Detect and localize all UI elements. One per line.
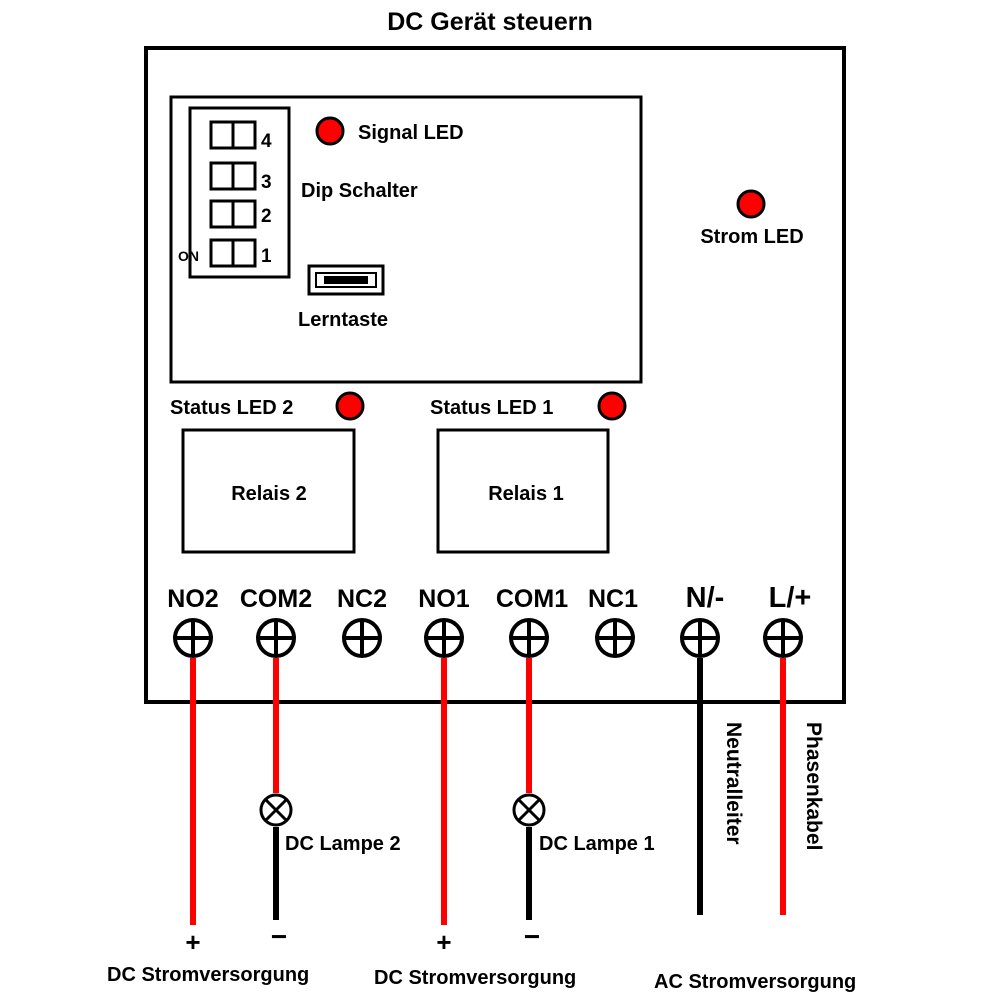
plus-sign-supply-2: + bbox=[185, 927, 200, 957]
strom-led-label: Strom LED bbox=[700, 226, 803, 248]
plus-sign-supply-1: + bbox=[436, 927, 451, 957]
lamp-2-icon bbox=[259, 793, 293, 827]
learn-button-label: Lerntaste bbox=[298, 309, 388, 331]
terminal-com1 bbox=[509, 618, 549, 658]
relay-2 bbox=[181, 428, 356, 554]
phase-wire-label: Phasenkabel bbox=[802, 722, 825, 850]
terminal-label-no1: NO1 bbox=[418, 585, 470, 613]
dip-switch-label: Dip Schalter bbox=[301, 180, 418, 202]
controller-board bbox=[169, 95, 643, 384]
signal-led-label: Signal LED bbox=[358, 122, 464, 144]
terminal-label-nc2: NC2 bbox=[337, 585, 387, 613]
dip-number-4: 4 bbox=[261, 131, 272, 152]
dip-switch-4[interactable] bbox=[209, 120, 257, 150]
dc-supply-label-1: DC Stromversorgung bbox=[374, 967, 576, 989]
status-led-1 bbox=[597, 391, 627, 421]
terminal-label-com1: COM1 bbox=[496, 585, 568, 613]
lamp-1-label: DC Lampe 1 bbox=[539, 833, 655, 855]
terminal-label-n: N/- bbox=[686, 582, 725, 614]
terminal-no2 bbox=[173, 618, 213, 658]
dc-supply-label-2: DC Stromversorgung bbox=[107, 964, 309, 986]
terminal-label-no2: NO2 bbox=[167, 585, 218, 613]
dip-switch-block[interactable] bbox=[188, 106, 291, 279]
minus-sign-supply-2: − bbox=[271, 921, 287, 952]
dip-number-1: 1 bbox=[261, 246, 272, 267]
terminal-label-l: L/+ bbox=[769, 582, 812, 614]
dip-on-label: ON bbox=[178, 248, 199, 264]
terminal-n bbox=[680, 618, 720, 658]
neutral-wire-label: Neutralleiter bbox=[722, 722, 745, 845]
relay-1-label: Relais 1 bbox=[488, 483, 564, 505]
status-led-2 bbox=[335, 391, 365, 421]
relay-1 bbox=[436, 428, 610, 554]
device-enclosure bbox=[144, 46, 846, 704]
terminal-no1 bbox=[424, 618, 464, 658]
learn-button[interactable] bbox=[307, 264, 385, 296]
ac-supply-label: AC Stromversorgung bbox=[654, 971, 856, 993]
terminal-com2 bbox=[256, 618, 296, 658]
dip-switch-1[interactable] bbox=[209, 238, 257, 268]
dip-switch-2[interactable] bbox=[209, 199, 257, 229]
dip-number-3: 3 bbox=[261, 172, 272, 193]
signal-led bbox=[315, 116, 345, 146]
dip-switch-3[interactable] bbox=[209, 161, 257, 191]
status-led-2-label: Status LED 2 bbox=[170, 397, 293, 419]
diagram-title: DC Gerät steuern bbox=[387, 8, 593, 36]
terminal-label-nc1: NC1 bbox=[588, 585, 638, 613]
lamp-2-label: DC Lampe 2 bbox=[285, 833, 401, 855]
strom-led bbox=[736, 189, 766, 219]
minus-sign-supply-1: − bbox=[524, 921, 540, 952]
terminal-l bbox=[763, 618, 803, 658]
lamp-1-icon bbox=[512, 793, 546, 827]
dip-number-2: 2 bbox=[261, 206, 272, 227]
terminal-nc1 bbox=[595, 618, 635, 658]
relay-2-label: Relais 2 bbox=[231, 483, 307, 505]
status-led-1-label: Status LED 1 bbox=[430, 397, 553, 419]
terminal-nc2 bbox=[342, 618, 382, 658]
terminal-label-com2: COM2 bbox=[240, 585, 312, 613]
